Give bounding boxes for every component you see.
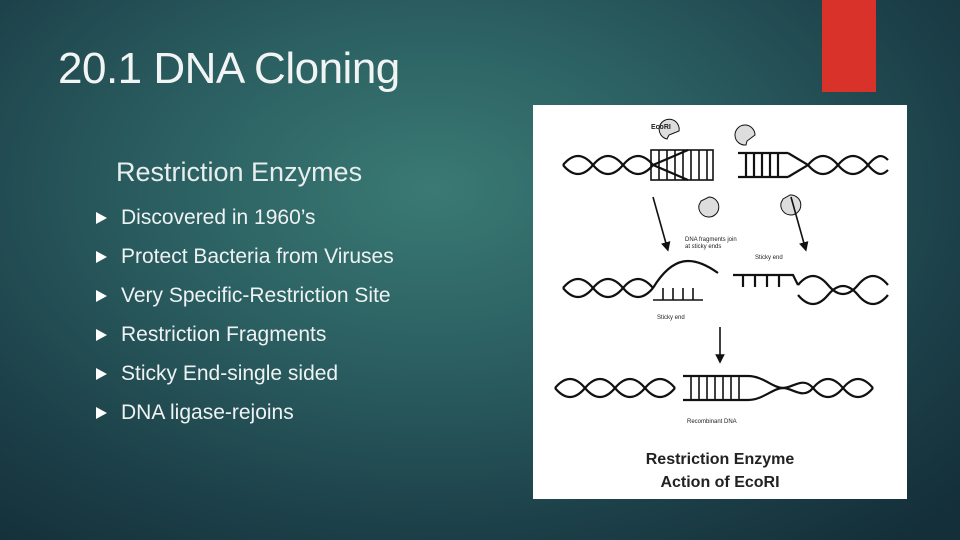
slide-subtitle: Restriction Enzymes <box>116 157 363 187</box>
arrow-bullet-icon <box>96 368 107 380</box>
accent-bar <box>822 0 876 92</box>
bullet-text: Discovered in 1960’s <box>121 206 316 229</box>
bullet-item: Restriction Fragments <box>94 320 404 349</box>
dna-diagram-svg: EcoRI DNA fragments join at sticky ends … <box>554 118 889 425</box>
dna-helix-right-mid <box>733 273 889 306</box>
recombinant-rungs <box>690 376 740 400</box>
bullet-item: Protect Bacteria from Viruses <box>94 242 404 271</box>
bullet-item: Very Specific-Restriction Site <box>94 281 404 310</box>
dna-helix-left-top <box>562 148 689 182</box>
bullet-item: Discovered in 1960’s <box>94 203 404 232</box>
arrow-bullet-icon <box>96 329 107 341</box>
bullet-text: Restriction Fragments <box>121 323 327 346</box>
slide-title: 20.1 DNA Cloning <box>58 44 400 93</box>
arrow-bullet-icon <box>96 290 107 302</box>
cut-site-rungs-top-right <box>738 151 788 179</box>
bullet-text: DNA ligase-rejoins <box>121 401 294 424</box>
dna-helix-recombinant <box>554 374 874 402</box>
arrow-down-left-icon <box>652 196 671 252</box>
recombinant-dna-label: Recombinant DNA <box>687 419 737 425</box>
bullet-item: Sticky End-single sided <box>94 359 404 388</box>
figure-caption-line2: Action of EcoRI <box>660 474 780 491</box>
arrow-bullet-icon <box>96 251 107 263</box>
bullet-text: Protect Bacteria from Viruses <box>121 245 394 268</box>
enzyme-icon <box>658 118 802 218</box>
cut-site-rungs-top-left <box>650 149 714 181</box>
dna-helix-right-top <box>787 152 889 178</box>
ecori-label: EcoRI <box>651 124 671 131</box>
arrow-down-right-icon <box>790 196 809 252</box>
dna-helix-left-mid <box>562 259 719 299</box>
bullet-list: Discovered in 1960’s Protect Bacteria fr… <box>94 203 404 437</box>
sticky-end-rungs-mid <box>653 288 703 301</box>
figure-caption-line1: Restriction Enzyme <box>645 451 795 468</box>
join-label-line2: at sticky ends <box>685 244 721 250</box>
bullet-item: DNA ligase-rejoins <box>94 398 404 427</box>
sticky-end-label-top: Sticky end <box>755 255 783 261</box>
join-label-line1: DNA fragments join <box>685 237 737 243</box>
bullet-text: Sticky End-single sided <box>121 362 339 385</box>
arrow-bullet-icon <box>96 407 107 419</box>
arrow-bullet-icon <box>96 212 107 224</box>
sticky-end-label-bottom: Sticky end <box>657 315 685 321</box>
bullet-text: Very Specific-Restriction Site <box>121 284 391 307</box>
ecori-diagram: EcoRI DNA fragments join at sticky ends … <box>533 105 907 499</box>
